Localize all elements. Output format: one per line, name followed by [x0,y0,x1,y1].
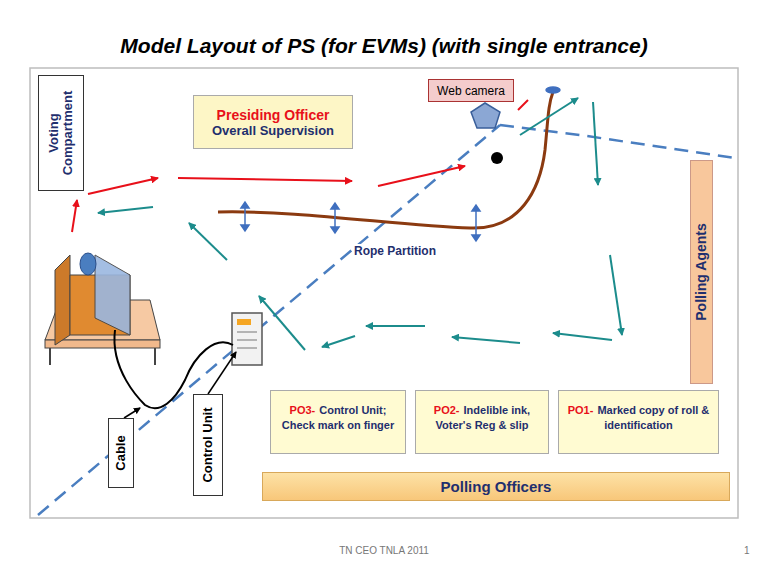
node-box: Polling Officers [262,472,730,501]
node-box: PO2-Indelible ink, Voter's Reg & slip [415,390,549,454]
node-text: Polling Officers [441,478,552,495]
leader-line [518,100,528,110]
node-text: Marked copy of roll & identification [597,404,709,431]
dashed-line [500,125,735,158]
label: 1 [744,545,750,556]
node-text: Polling Agents [694,163,709,381]
leader-line [208,352,236,394]
node-text: Web camera [437,84,505,98]
room-outline [30,68,738,518]
node-box: Web camera [428,79,514,102]
node-box: Control Unit [193,394,223,496]
dot [491,152,503,164]
node-text: Control Unit [201,397,215,493]
title: Model Layout of PS (for EVMs) (with sing… [0,34,768,58]
node-box: Cable [108,418,134,488]
node-text: Presiding Officer [217,107,330,123]
node-text: Overall Supervision [212,123,334,138]
label: TN CEO TNLA 2011 [0,545,768,556]
control-unit-symbol [232,313,262,365]
voting-compartment-figure [45,253,160,365]
node-box: Voting Compartment [38,75,84,191]
flow-arrow [72,166,465,232]
node-box: Polling Agents [690,160,713,384]
node-box: PO3-Control Unit; Check mark on finger [270,390,406,454]
node-text: Cable [114,421,128,485]
node-box: Presiding OfficerOverall Supervision [193,95,353,149]
dashed-line [38,125,500,515]
leader-line [124,408,140,418]
node-box: PO1-Marked copy of roll & identification [558,390,719,454]
web-camera-symbol [471,103,500,128]
node-text: PO2- [434,404,460,416]
label: Rope Partition [352,244,438,258]
node-text: PO3- [290,404,316,416]
flow-arrow [98,98,622,350]
node-text: Voting Compartment [47,78,76,188]
node-text: PO1- [568,404,594,416]
